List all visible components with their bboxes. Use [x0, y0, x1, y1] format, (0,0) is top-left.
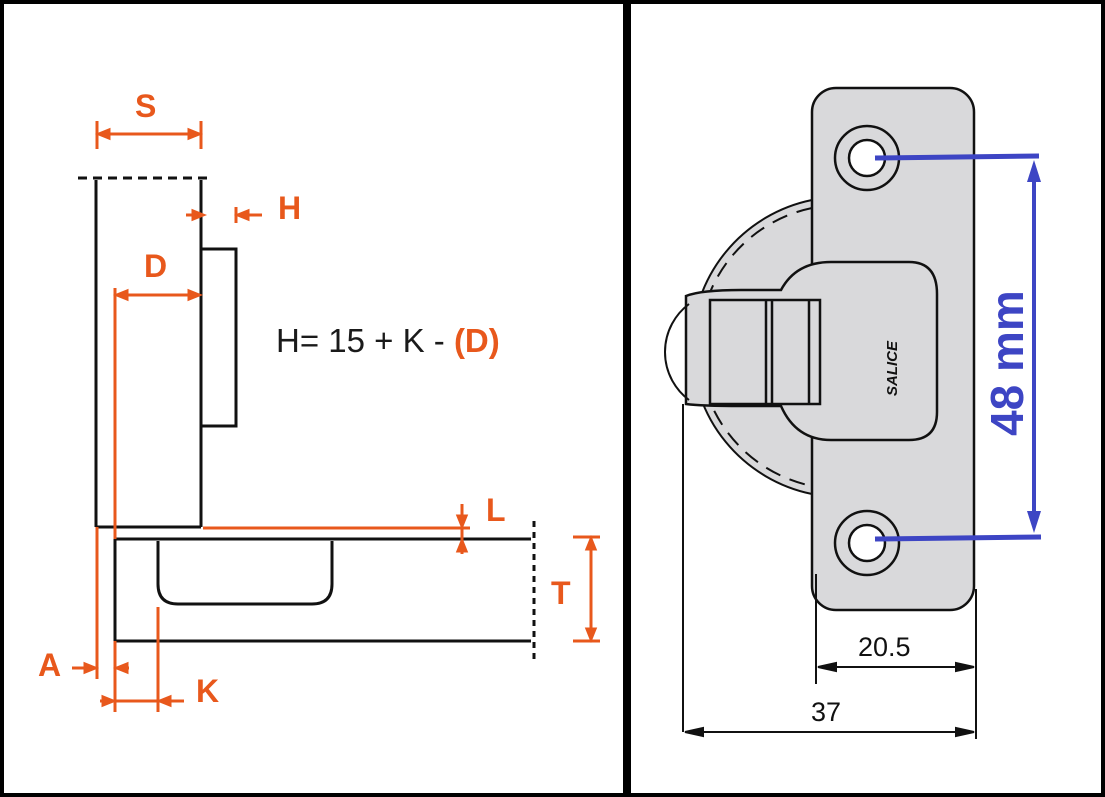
plate-width-arrow-left [817, 661, 837, 673]
formula-expression: H= 15 + K - [276, 322, 454, 359]
hole-spacing-label: 48 mm [981, 290, 1033, 436]
brand-logo: SALICE [884, 340, 901, 396]
hole-spacing-ext-bottom [874, 534, 1042, 542]
dim-a-arrow-right [112, 661, 129, 675]
dim-s-arrow-right [187, 127, 204, 141]
hole-spacing-ext-top [874, 153, 1040, 161]
label-a: A [38, 647, 61, 683]
hinge-plate-diagram: SALICE 48 mm 20.5 37 [631, 4, 1101, 793]
label-k: K [196, 673, 219, 709]
overall-width-arrow-left [684, 726, 704, 738]
mounting-plate [201, 247, 238, 428]
installation-drawing: S H D L T A K H= 15 + K - (D) [38, 88, 600, 712]
dim-t-arrow-bottom [584, 627, 598, 644]
overall-width-arrow-right [955, 726, 975, 738]
dim-t-arrow-top [584, 534, 598, 551]
label-d: D [144, 248, 167, 284]
hole-spacing-arrow-bottom [1027, 511, 1041, 533]
hinge-cup-recess [156, 541, 334, 606]
dim-k-arrow-right [155, 694, 172, 708]
dim-k-arrow-left [101, 694, 118, 708]
hole-spacing-arrow-top [1027, 160, 1041, 182]
label-t: T [551, 575, 571, 611]
formula-d-term: (D) [454, 322, 500, 359]
dim-h-arrow-left [191, 208, 208, 222]
dim-d-arrow-right [187, 288, 204, 302]
knuckle-curve [664, 303, 690, 401]
bottom-screw-hole [847, 523, 887, 563]
dim-h-arrow-right [233, 208, 250, 222]
dim-s-arrow-left [94, 127, 111, 141]
formula: H= 15 + K - (D) [276, 322, 500, 359]
hinge-installation-diagram: S H D L T A K H= 15 + K - (D) [4, 4, 623, 793]
dim-l-arrow-top [455, 514, 469, 531]
label-h: H [278, 190, 301, 226]
plate-width-label: 20.5 [858, 632, 911, 662]
dim-a-arrow-left [83, 661, 100, 675]
plate-width-arrow-right [955, 661, 975, 673]
dim-l-arrow-bottom [455, 536, 469, 553]
plate-drawing: SALICE 48 mm 20.5 37 [664, 86, 1042, 739]
overall-width-label: 37 [811, 697, 841, 727]
label-l: L [486, 492, 506, 528]
dim-d-arrow-left [112, 288, 129, 302]
label-s: S [135, 88, 156, 124]
